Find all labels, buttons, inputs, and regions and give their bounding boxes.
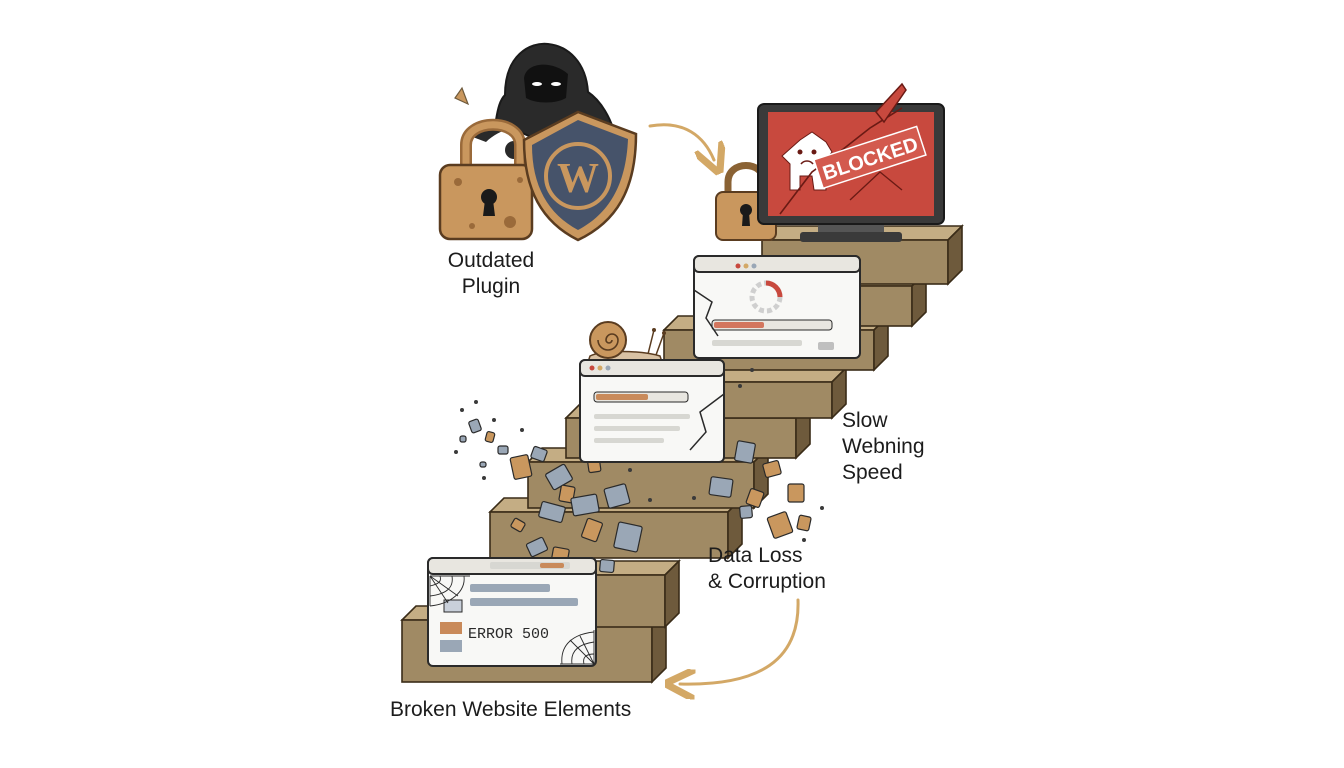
file-fragment: [708, 476, 734, 498]
cracked-browser-window-upper: [693, 255, 861, 359]
stair-step-side: [947, 224, 963, 286]
stair-step-side: [664, 559, 680, 629]
debris-speck: [520, 428, 524, 432]
label-slow-speed-line3: Speed: [842, 461, 903, 484]
file-fragment: [796, 514, 812, 532]
label-data-loss-line1: Data Loss: [708, 544, 803, 567]
arrow-to-broken: [680, 598, 800, 684]
label-slow-speed-line2: Webning: [842, 435, 925, 458]
file-fragment: [497, 445, 509, 455]
debris-speck: [492, 418, 496, 422]
label-slow-speed: Slow Webning Speed: [842, 408, 925, 486]
label-data-loss-line2: & Corruption: [708, 570, 826, 593]
label-data-loss: Data Loss & Corruption: [708, 543, 826, 595]
error-browser-window: ERROR 500: [427, 557, 597, 667]
debris-speck: [460, 408, 464, 412]
snail-icon: [586, 321, 666, 363]
file-fragment: [570, 493, 600, 517]
file-fragment: [581, 517, 603, 543]
file-fragment: [468, 418, 482, 434]
file-fragment: [530, 445, 548, 463]
file-fragment: [510, 517, 526, 533]
arrow-to-blocked: [648, 123, 714, 160]
debris-speck: [738, 384, 742, 388]
debris-speck: [820, 506, 824, 510]
debris-speck: [474, 400, 478, 404]
file-fragment: [603, 483, 631, 509]
debris-speck: [454, 450, 458, 454]
debris-speck: [692, 496, 696, 500]
debris-speck: [802, 538, 806, 542]
label-outdated-plugin: Outdated Plugin: [438, 248, 544, 300]
scattered-file-debris: [454, 344, 824, 574]
file-fragment: [766, 511, 794, 539]
loading-spinner-icon: [749, 280, 783, 314]
file-fragment: [509, 454, 533, 480]
file-fragment: [538, 501, 566, 523]
file-fragment: [745, 488, 765, 508]
wordpress-shield-icon: W: [522, 110, 638, 242]
debris-speck: [648, 498, 652, 502]
error-500-text: ERROR 500: [468, 626, 549, 643]
cracked-browser-window-middle: [579, 359, 725, 463]
file-fragment: [479, 461, 487, 468]
debris-speck: [482, 476, 486, 480]
file-fragment: [739, 505, 753, 519]
file-fragment: [599, 558, 615, 574]
rusty-padlock-icon: [438, 118, 534, 241]
file-fragment: [459, 435, 467, 443]
stair-step-front: [489, 511, 729, 559]
file-fragment: [762, 460, 782, 478]
debris-speck: [750, 368, 754, 372]
label-outdated-plugin-line1: Outdated: [447, 249, 535, 272]
spider-web-icon: [429, 575, 595, 665]
file-fragment: [525, 536, 549, 558]
label-broken-elements: Broken Website Elements: [390, 698, 632, 721]
stair-step-side: [831, 366, 847, 420]
file-fragment: [613, 521, 643, 553]
file-fragment: [787, 483, 805, 503]
debris-speck: [628, 468, 632, 472]
file-fragment: [484, 430, 496, 444]
label-slow-speed-line1: Slow: [842, 409, 888, 432]
file-fragment: [734, 440, 756, 464]
label-outdated-plugin-line2: Plugin: [461, 275, 521, 298]
svg-text:W: W: [557, 156, 599, 202]
blocked-monitor-icon: BLOCKED: [757, 82, 945, 242]
